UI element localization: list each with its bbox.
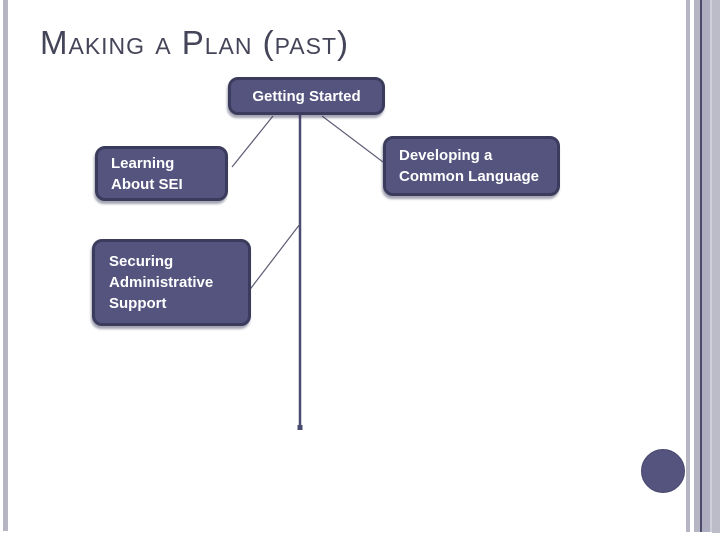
slide-title-text: Making a Plan (past) xyxy=(40,24,350,61)
connector-to-learning xyxy=(231,115,274,168)
right-border-dark-line xyxy=(700,0,702,532)
node-getting-started: Getting Started xyxy=(228,77,385,115)
left-border-stripe xyxy=(3,0,8,531)
accent-circle xyxy=(641,449,685,493)
slide-title: Making a Plan (past) xyxy=(40,24,349,62)
node-learning-about-sei-label: Learning About SEI xyxy=(111,154,183,193)
connector-to-securing xyxy=(247,223,301,293)
node-developing-common-language-label: Developing a Common Language xyxy=(399,147,540,185)
node-securing-admin-support: Securing Administrative Support xyxy=(92,239,251,326)
node-learning-about-sei: Learning About SEI xyxy=(95,146,228,201)
right-border-stripe-2 xyxy=(694,0,700,532)
right-border-stripe-gap xyxy=(710,0,712,532)
right-border-stripe-4 xyxy=(712,0,720,533)
node-securing-admin-support-label: Securing Administrative Support xyxy=(109,253,214,312)
right-border-stripe-1 xyxy=(686,0,690,532)
connector-to-developing xyxy=(321,115,384,163)
node-getting-started-label: Getting Started xyxy=(252,87,361,105)
right-border-stripe-3 xyxy=(702,0,710,532)
node-developing-common-language: Developing a Common Language xyxy=(383,136,560,196)
connector-end-nub xyxy=(297,425,303,430)
